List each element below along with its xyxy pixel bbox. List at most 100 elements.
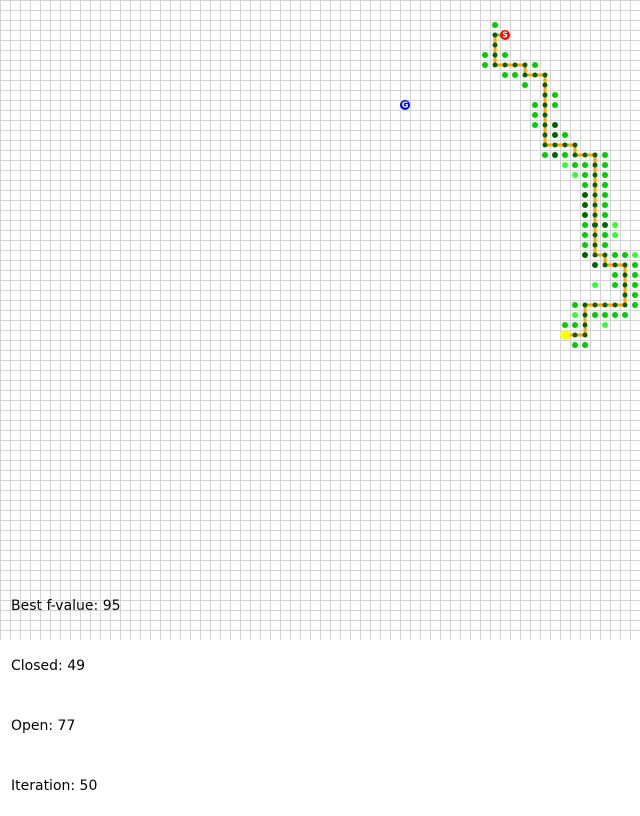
open-node bbox=[582, 342, 588, 348]
open-node bbox=[562, 322, 568, 328]
path-node bbox=[592, 172, 598, 178]
closed-node bbox=[582, 212, 588, 218]
open-node bbox=[632, 262, 638, 268]
open-node bbox=[602, 212, 608, 218]
open-node bbox=[572, 312, 578, 318]
open-node bbox=[492, 22, 498, 28]
closed-node bbox=[592, 262, 598, 268]
open-node bbox=[602, 162, 608, 168]
open-node bbox=[582, 232, 588, 238]
open-node bbox=[612, 312, 618, 318]
open-node bbox=[602, 192, 608, 198]
open-node bbox=[612, 222, 618, 228]
grid-lines bbox=[0, 0, 640, 640]
open-node bbox=[582, 242, 588, 248]
path-node bbox=[592, 152, 598, 158]
path-node bbox=[582, 302, 588, 308]
open-node bbox=[632, 302, 638, 308]
stats-panel: Best f-value: 95 Closed: 49 Open: 77 Ite… bbox=[11, 556, 121, 816]
open-node bbox=[602, 232, 608, 238]
path-node bbox=[592, 222, 598, 228]
open-node bbox=[562, 152, 568, 158]
open-node bbox=[572, 162, 578, 168]
open-node bbox=[532, 102, 538, 108]
closed-node bbox=[552, 122, 558, 128]
path-node bbox=[542, 102, 548, 108]
path-node bbox=[532, 72, 538, 78]
open-node bbox=[552, 102, 558, 108]
open-node bbox=[602, 152, 608, 158]
open-node bbox=[622, 252, 628, 258]
open-node bbox=[632, 272, 638, 278]
path-node bbox=[542, 92, 548, 98]
path-node bbox=[592, 182, 598, 188]
path-node bbox=[582, 312, 588, 318]
open-node bbox=[552, 92, 558, 98]
path-node bbox=[512, 62, 518, 68]
iteration-text: Iteration: 50 bbox=[11, 778, 98, 794]
closed-node bbox=[552, 132, 558, 138]
open-node bbox=[572, 322, 578, 328]
open-count-text: Open: 77 bbox=[11, 718, 76, 734]
path-node bbox=[592, 202, 598, 208]
open-node bbox=[612, 282, 618, 288]
path-node bbox=[492, 62, 498, 68]
open-node bbox=[602, 242, 608, 248]
open-node bbox=[602, 322, 608, 328]
start-marker bbox=[500, 30, 510, 40]
path-node bbox=[602, 252, 608, 258]
path-node bbox=[592, 302, 598, 308]
path-node bbox=[542, 72, 548, 78]
open-node bbox=[572, 342, 578, 348]
closed-count-text: Closed: 49 bbox=[11, 658, 86, 674]
path-node bbox=[602, 302, 608, 308]
open-node bbox=[542, 152, 548, 158]
open-node bbox=[612, 232, 618, 238]
open-node bbox=[602, 202, 608, 208]
open-node bbox=[582, 162, 588, 168]
path-node bbox=[562, 142, 568, 148]
closed-node bbox=[582, 252, 588, 258]
best-f-value-text: Best f-value: 95 bbox=[11, 598, 121, 614]
open-node bbox=[632, 282, 638, 288]
open-node bbox=[582, 182, 588, 188]
open-node bbox=[602, 312, 608, 318]
open-node bbox=[562, 132, 568, 138]
path-node bbox=[542, 112, 548, 118]
path-node bbox=[492, 42, 498, 48]
path-node bbox=[602, 262, 608, 268]
path-node bbox=[592, 192, 598, 198]
open-nodes-layer bbox=[482, 22, 638, 348]
path-node bbox=[582, 322, 588, 328]
search-grid-canvas: S G bbox=[0, 0, 640, 640]
open-node bbox=[532, 122, 538, 128]
open-node bbox=[582, 222, 588, 228]
path-node bbox=[522, 72, 528, 78]
path-node bbox=[592, 242, 598, 248]
path-node bbox=[612, 262, 618, 268]
markers-layer: S G bbox=[400, 30, 570, 340]
path-node bbox=[492, 32, 498, 38]
open-node bbox=[592, 282, 598, 288]
path-node bbox=[542, 132, 548, 138]
current-node-marker bbox=[560, 330, 570, 340]
path-node bbox=[502, 62, 508, 68]
open-node bbox=[572, 302, 578, 308]
path-node bbox=[572, 332, 578, 338]
path-node bbox=[582, 332, 588, 338]
path-node bbox=[592, 252, 598, 258]
open-node bbox=[562, 162, 568, 168]
path-node bbox=[622, 302, 628, 308]
open-node bbox=[612, 272, 618, 278]
path-node bbox=[592, 162, 598, 168]
path-node bbox=[592, 212, 598, 218]
path-node bbox=[592, 232, 598, 238]
closed-node bbox=[552, 152, 558, 158]
path-node bbox=[492, 52, 498, 58]
path-node bbox=[552, 142, 558, 148]
path-node bbox=[622, 262, 628, 268]
open-node bbox=[622, 312, 628, 318]
path-node bbox=[572, 152, 578, 158]
path-node bbox=[572, 142, 578, 148]
open-node bbox=[502, 72, 508, 78]
